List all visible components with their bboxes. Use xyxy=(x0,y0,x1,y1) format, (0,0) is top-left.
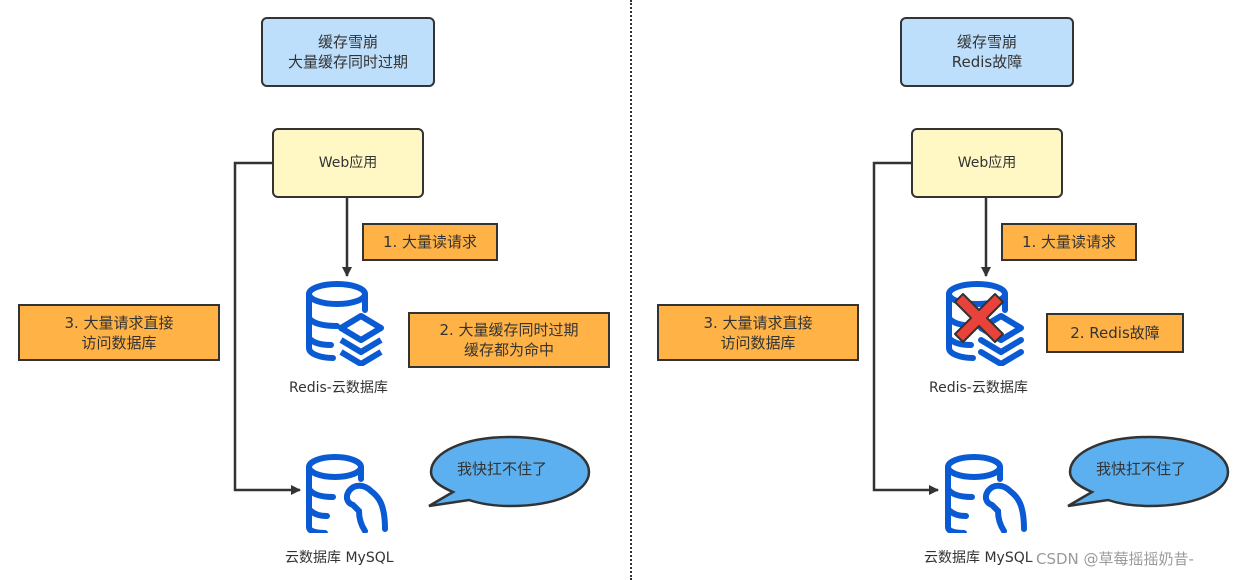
left-bubble-text: 我快扛不住了 xyxy=(457,460,548,478)
left-step2-line2: 缓存都为命中 xyxy=(463,341,554,359)
right-title-box: 缓存雪崩 Redis故障 xyxy=(900,17,1074,87)
right-redis-caption: Redis-云数据库 xyxy=(929,380,1028,396)
left-web-app-box: Web应用 xyxy=(272,128,424,198)
right-speech-bubble xyxy=(1067,435,1230,508)
left-step3-line2: 访问数据库 xyxy=(81,333,157,352)
right-title-line1: 缓存雪崩 xyxy=(956,33,1017,51)
right-step1-label: 1. 大量读请求 xyxy=(1001,223,1137,261)
left-title-line1: 缓存雪崩 xyxy=(317,33,378,51)
right-mysql-caption: 云数据库 MySQL xyxy=(924,550,1033,566)
left-step3-label: 3. 大量请求直接 访问数据库 xyxy=(18,304,220,361)
right-step2-label: 2. Redis故障 xyxy=(1046,313,1184,353)
error-x-icon xyxy=(954,293,1004,343)
right-bubble-text: 我快扛不住了 xyxy=(1096,460,1187,478)
right-step3-label: 3. 大量请求直接 访问数据库 xyxy=(657,304,859,361)
left-speech-bubble xyxy=(428,435,591,508)
left-title-box: 缓存雪崩 大量缓存同时过期 xyxy=(261,17,435,87)
left-step1-text: 1. 大量读请求 xyxy=(382,233,478,251)
watermark: CSDN @草莓摇摇奶昔- xyxy=(1036,550,1194,568)
mysql-database-icon xyxy=(945,454,1027,533)
left-redis-caption: Redis-云数据库 xyxy=(289,380,388,396)
left-title-line2: 大量缓存同时过期 xyxy=(287,53,408,71)
arrow-web-to-mysql-right xyxy=(872,161,939,495)
redis-database-icon xyxy=(946,281,1024,366)
redis-database-icon xyxy=(306,281,384,366)
left-web-app-label: Web应用 xyxy=(318,155,378,171)
right-step1-text: 1. 大量读请求 xyxy=(1021,233,1117,251)
left-step2-line1: 2. 大量缓存同时过期 xyxy=(439,321,579,339)
right-title-line2: Redis故障 xyxy=(951,53,1023,71)
right-step2-text: 2. Redis故障 xyxy=(1070,324,1160,342)
right-step3-line1: 3. 大量请求直接 xyxy=(703,313,813,332)
panel-divider xyxy=(630,0,632,580)
right-step3-line2: 访问数据库 xyxy=(720,333,796,352)
left-step2-label: 2. 大量缓存同时过期 缓存都为命中 xyxy=(408,312,610,368)
left-mysql-caption: 云数据库 MySQL xyxy=(285,550,394,566)
right-web-app-box: Web应用 xyxy=(911,128,1063,198)
left-step1-label: 1. 大量读请求 xyxy=(362,223,498,261)
mysql-database-icon xyxy=(306,454,388,533)
arrow-web-to-mysql-left xyxy=(233,161,301,495)
left-step3-line1: 3. 大量请求直接 xyxy=(64,313,174,332)
right-web-app-label: Web应用 xyxy=(957,155,1017,171)
